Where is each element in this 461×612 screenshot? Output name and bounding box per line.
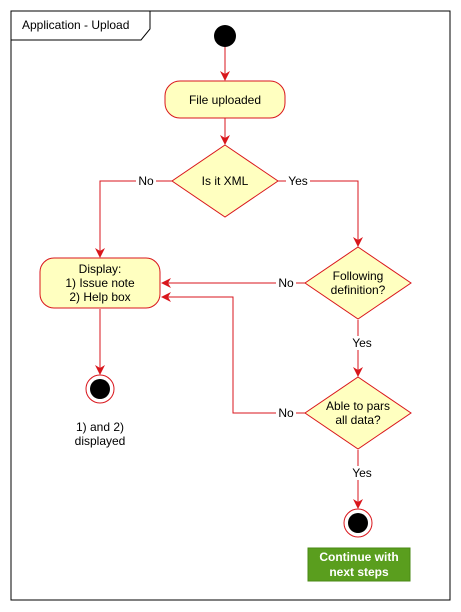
start-node — [214, 25, 236, 47]
file-uploaded-label: File uploaded — [189, 93, 261, 107]
parse-all-data-label-line2: all data? — [335, 413, 381, 427]
end-node-continue-inner — [348, 513, 368, 533]
is-xml-label: Is it XML — [202, 174, 249, 188]
frame-title-tab — [10, 10, 151, 41]
display-label-line1: Display: — [79, 262, 122, 276]
parse-all-data-label-line1: Able to pars — [326, 399, 390, 413]
displayed-note-line1: 1) and 2) — [76, 420, 124, 434]
parse-all-data-decision — [304, 376, 412, 450]
display-label-line3: 2) Help box — [69, 290, 130, 304]
following-definition-label-line2: definition? — [331, 283, 386, 297]
edge-label-xml-no: No — [138, 174, 154, 188]
edge-label-parse-no: No — [278, 406, 294, 420]
following-definition-label-line1: Following — [333, 269, 384, 283]
display-node — [39, 257, 161, 309]
edge-parse-no-to-display — [161, 292, 305, 414]
file-uploaded-node — [164, 80, 286, 119]
edge-label-following-no: No — [278, 276, 294, 290]
following-definition-decision — [304, 246, 412, 320]
is-xml-decision — [171, 144, 279, 218]
edge-label-following-yes: Yes — [352, 336, 372, 350]
continue-next-steps-box — [307, 547, 411, 582]
display-label-line2: 1) Issue note — [65, 276, 135, 290]
continue-label-line1: Continue with — [319, 550, 398, 564]
displayed-note-line2: displayed — [75, 434, 126, 448]
continue-label-line2: next steps — [329, 565, 389, 579]
edge-label-xml-yes: Yes — [288, 174, 308, 188]
end-node-display-inner — [90, 379, 110, 399]
frame-title: Application - Upload — [22, 18, 129, 32]
edge-label-parse-yes: Yes — [352, 466, 372, 480]
